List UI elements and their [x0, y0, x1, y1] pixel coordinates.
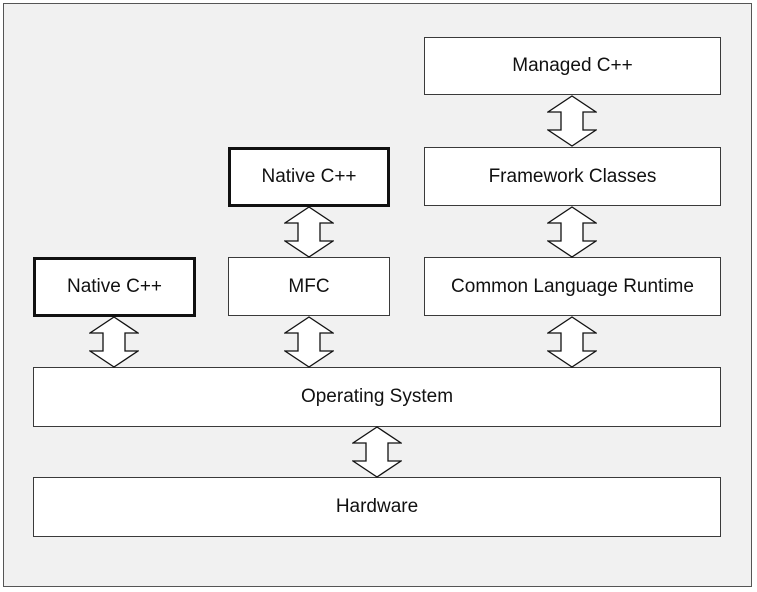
operating-system-box: Operating System — [33, 367, 721, 427]
double-arrow-icon — [547, 316, 597, 368]
hardware-label: Hardware — [335, 496, 419, 517]
native-cpp-left-box: Native C++ — [33, 257, 196, 317]
hardware-box: Hardware — [33, 477, 721, 537]
clr-label: Common Language Runtime — [451, 275, 694, 297]
double-arrow-icon — [547, 206, 597, 258]
mfc-box: MFC — [228, 257, 390, 316]
operating-system-label: Operating System — [300, 386, 454, 407]
framework-classes-label: Framework Classes — [488, 165, 657, 187]
clr-box: Common Language Runtime — [424, 257, 721, 316]
double-arrow-icon — [284, 316, 334, 368]
double-arrow-icon — [284, 206, 334, 258]
managed-cpp-box: Managed C++ — [424, 37, 721, 95]
double-arrow-icon — [352, 426, 402, 478]
framework-classes-box: Framework Classes — [424, 147, 721, 206]
managed-cpp-label: Managed C++ — [512, 55, 633, 76]
double-arrow-icon — [547, 95, 597, 147]
native-cpp-left-label: Native C++ — [66, 276, 163, 297]
double-arrow-icon — [89, 316, 139, 368]
mfc-label: MFC — [288, 275, 330, 297]
native-cpp-mfc-label: Native C++ — [261, 166, 357, 187]
native-cpp-mfc-box: Native C++ — [228, 147, 390, 207]
